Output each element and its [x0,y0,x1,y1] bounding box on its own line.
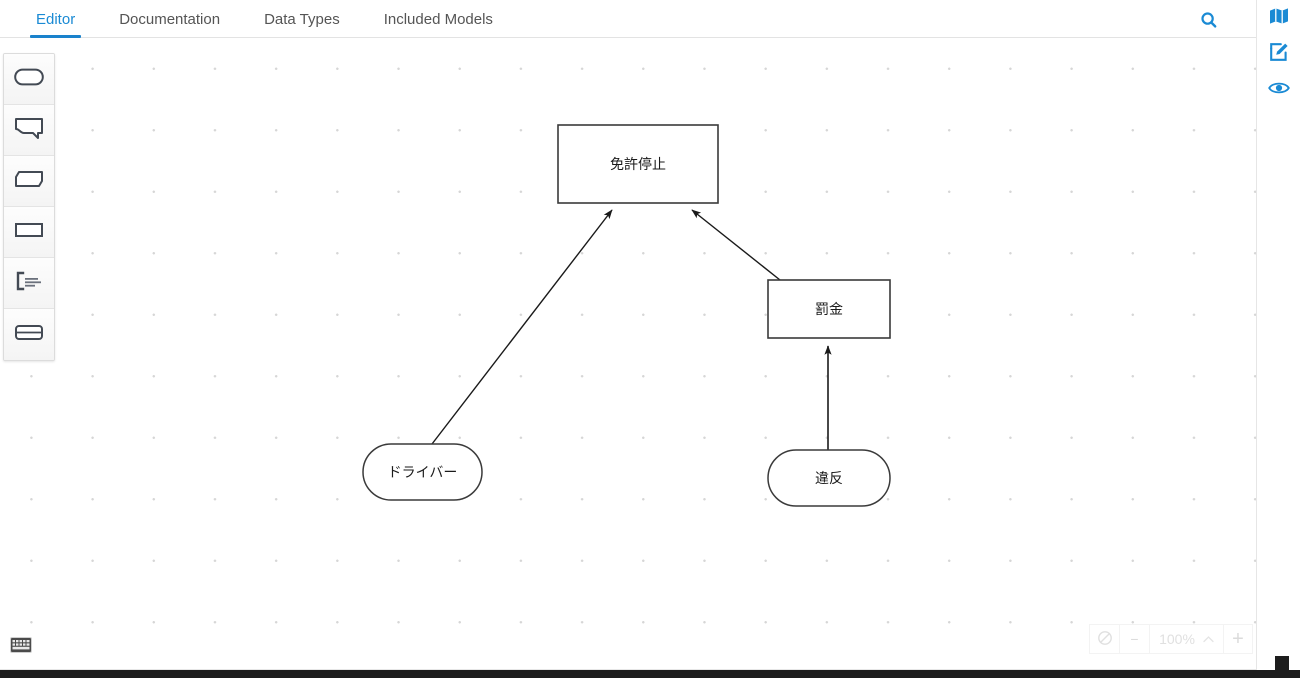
no-zoom-icon [1097,630,1113,649]
zoom-in-button[interactable]: + [1223,624,1253,654]
bracket-text-shape-icon [14,271,44,296]
tab-included-models[interactable]: Included Models [362,0,515,38]
zoom-out-button[interactable]: − [1119,624,1149,654]
tab-editor[interactable]: Editor [14,0,97,38]
edge-fine-to-license-suspension[interactable] [691,209,781,281]
minimap-toggle[interactable] [1257,0,1300,36]
diagram-node-license-suspension-label: 免許停止 [610,156,666,173]
eye-icon [1268,80,1290,101]
rounded-pill-shape-icon [14,68,44,91]
skewed-rectangle-shape-icon [14,170,44,193]
zoom-level-value: 100% [1159,631,1195,647]
right-icon-rail [1256,0,1300,670]
edit-toggle[interactable] [1257,36,1300,72]
tab-list: Editor Documentation Data Types Included… [14,0,515,38]
diagram-node-fine[interactable]: 罰金 [767,279,891,339]
tool-divided-box[interactable] [4,309,54,360]
keyboard-shortcuts-button[interactable] [10,636,32,658]
divided-rounded-rectangle-shape-icon [14,323,44,346]
zoom-control: − 100% + [1089,624,1253,654]
diagram-node-violation[interactable]: 違反 [767,449,891,507]
preview-toggle[interactable] [1257,72,1300,108]
diagram-node-license-suspension[interactable]: 免許停止 [557,124,719,204]
diagram-node-driver-label: ドライバー [388,465,458,481]
speech-bubble-shape-icon [14,117,44,144]
canvas-bottom-edge [0,669,1256,670]
diagram-node-driver[interactable]: ドライバー [362,443,483,501]
map-icon [1269,7,1289,30]
keyboard-icon [10,636,32,658]
zoom-reset-button[interactable] [1089,624,1119,654]
top-tab-bar: Editor Documentation Data Types Included… [0,0,1256,38]
diagram-canvas[interactable]: 免許停止 罰金 ドライバー 違反 [0,38,1256,670]
tool-pill[interactable] [4,54,54,105]
tab-editor-label: Editor [36,10,76,28]
tab-documentation[interactable]: Documentation [97,0,242,38]
bottom-status-bar [0,670,1300,678]
rectangle-shape-icon [14,221,44,244]
tab-data-types[interactable]: Data Types [242,0,362,38]
edit-icon [1269,42,1289,67]
edge-driver-to-license-suspension[interactable] [431,209,613,445]
zoom-out-label: − [1130,631,1139,647]
zoom-in-label: + [1232,628,1244,650]
tool-speech-bubble[interactable] [4,105,54,156]
tool-rectangle[interactable] [4,207,54,258]
window-resize-handle[interactable] [1275,656,1289,670]
diagram-graph: 免許停止 罰金 ドライバー 違反 [362,124,891,507]
diagram-node-fine-label: 罰金 [815,302,843,318]
search-icon[interactable] [1198,9,1220,31]
shape-tool-palette [3,53,55,361]
tool-parallelogram[interactable] [4,156,54,207]
tab-documentation-label: Documentation [119,10,221,28]
tool-bracket-note[interactable] [4,258,54,309]
zoom-level-selector[interactable]: 100% [1149,624,1223,654]
tab-included-models-label: Included Models [383,10,493,28]
tab-data-types-label: Data Types [264,10,340,28]
chevron-up-icon [1203,631,1214,647]
diagram-node-violation-label: 違反 [815,471,843,487]
